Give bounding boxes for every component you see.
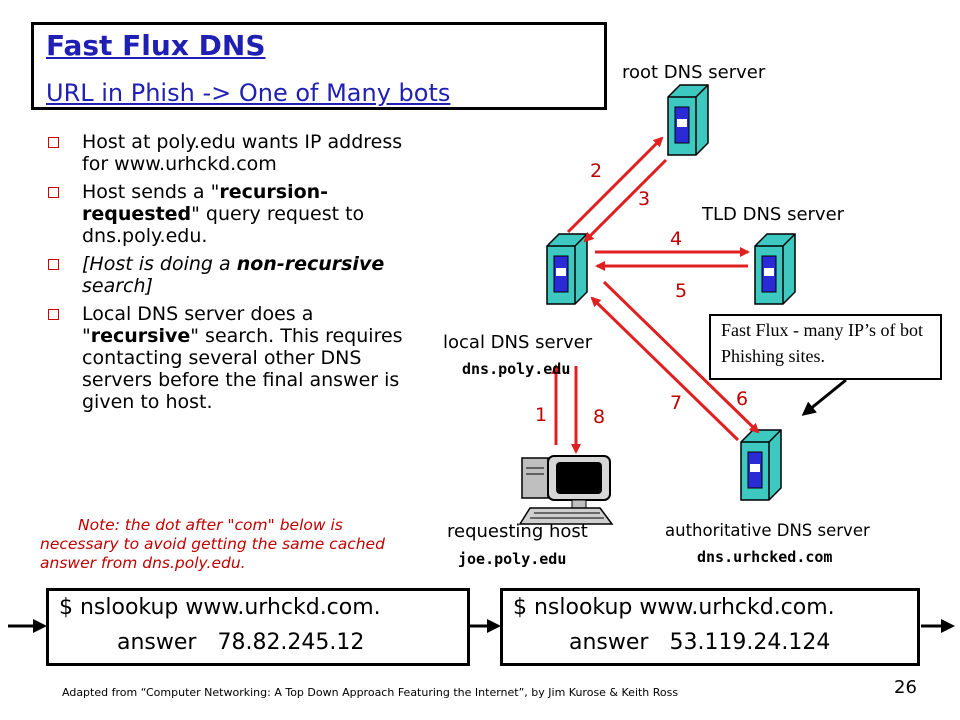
nslookup-command: $ nslookup www.urhckd.com. (513, 595, 835, 620)
root-server-label: root DNS server (622, 62, 766, 83)
authoritative-server-label: authoritative DNS server (665, 521, 870, 540)
step-number: 7 (670, 392, 683, 414)
bullet-box-icon (48, 259, 59, 270)
slide-subtitle: URL in Phish -> One of Many bots (46, 79, 451, 107)
bullet-list: Host at poly.edu wants IP address for ww… (47, 131, 427, 419)
local-server-host: dns.poly.edu (462, 360, 571, 378)
tld-server-label: TLD DNS server (702, 204, 845, 225)
cache-note: Note: the dot after "com" below is neces… (40, 516, 385, 572)
step-number: 3 (638, 188, 651, 210)
bullet-box-icon (48, 137, 59, 148)
step-number: 1 (535, 404, 548, 426)
step-number: 8 (593, 406, 606, 428)
step-number: 2 (590, 160, 603, 182)
arrow-step-2 (566, 136, 664, 234)
requesting-host-name: joe.poly.edu (458, 550, 567, 568)
step-number: 4 (670, 228, 683, 250)
nslookup-answer: answer 53.119.24.124 (569, 630, 831, 655)
bullet-item: Local DNS server does a "recursive" sear… (47, 303, 427, 413)
bullet-item: [Host is doing a non-recursive search] (47, 253, 427, 297)
root-server-icon (667, 84, 709, 156)
nslookup-answer: answer 78.82.245.12 (117, 630, 365, 655)
bullet-box-icon (48, 309, 59, 320)
local-server-icon (546, 233, 588, 305)
local-server-label: local DNS server (443, 332, 593, 353)
nslookup-box-1: $ nslookup www.urhckd.com. answer 78.82.… (46, 588, 470, 666)
answer-ip: 53.119.24.124 (669, 630, 831, 655)
step-number: 5 (675, 280, 688, 302)
page-number: 26 (894, 677, 917, 698)
requesting-host-label: requesting host (447, 521, 588, 542)
slide-title: Fast Flux DNS (46, 29, 266, 62)
arrow-step-3 (583, 158, 668, 243)
arrow-step-6 (602, 280, 760, 434)
authoritative-server-icon (740, 429, 782, 501)
nslookup-box-2: $ nslookup www.urhckd.com. answer 53.119… (500, 588, 920, 666)
arrow-step-7 (590, 296, 740, 442)
fast-flux-callout: Fast Flux - many IP’s of bot Phishing si… (709, 314, 942, 380)
answer-ip: 78.82.245.12 (217, 630, 365, 655)
tld-server-icon (754, 233, 796, 305)
bullet-item: Host at poly.edu wants IP address for ww… (47, 131, 427, 175)
bullet-box-icon (48, 187, 59, 198)
footer-credit: Adapted from “Computer Networking: A Top… (62, 686, 679, 699)
nslookup-command: $ nslookup www.urhckd.com. (59, 595, 381, 620)
bullet-item: Host sends a "recursion-requested" query… (47, 181, 427, 247)
requesting-host-icon (518, 455, 614, 525)
authoritative-server-host: dns.urhcked.com (697, 548, 833, 566)
step-number: 6 (736, 388, 749, 410)
callout-pointer (801, 378, 847, 416)
title-box: Fast Flux DNS URL in Phish -> One of Man… (31, 22, 607, 110)
